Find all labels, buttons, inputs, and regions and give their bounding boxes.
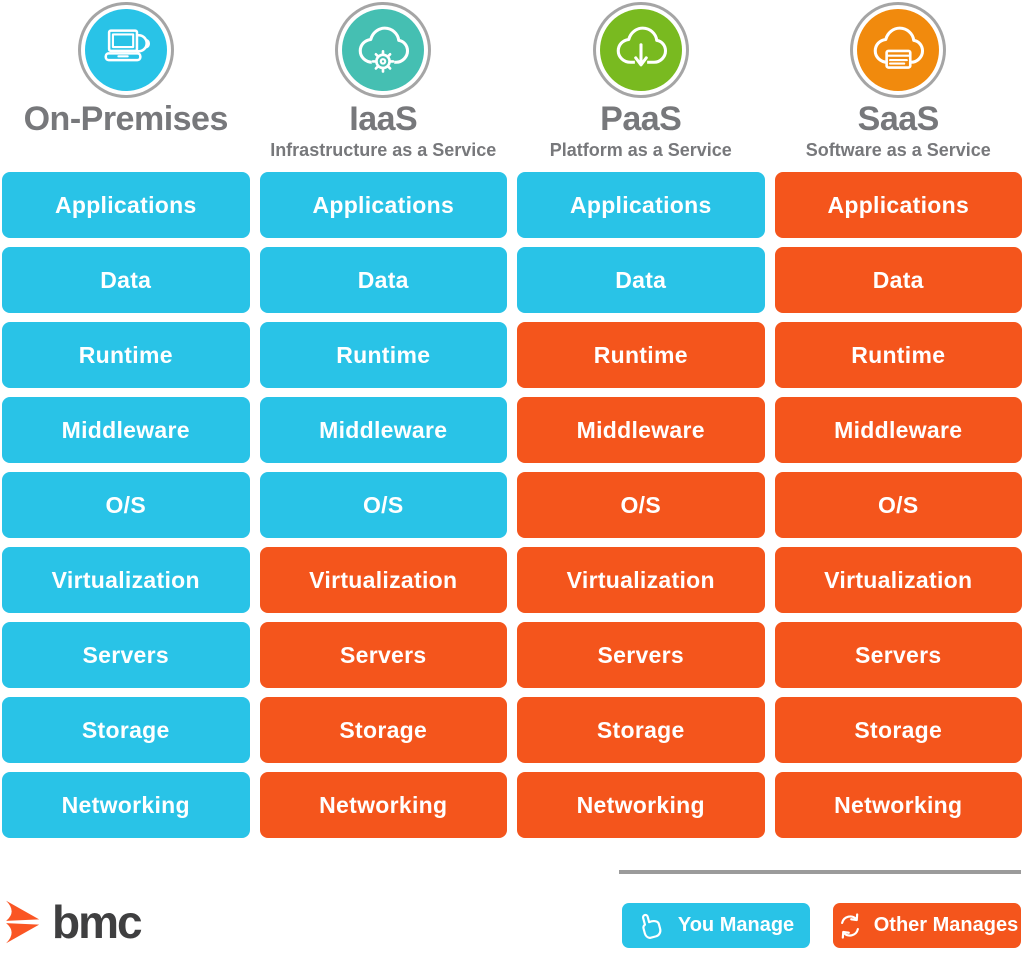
stack-cell-applications: Applications — [774, 172, 1022, 238]
stack-cell-o-s: O/S — [774, 472, 1022, 538]
column-subtitle: Platform as a Service — [549, 140, 732, 160]
stack-cell-runtime: Runtime — [774, 322, 1022, 388]
stack-cell-networking: Networking — [2, 772, 250, 838]
cloud-download-icon — [616, 26, 667, 67]
bmc-logo-mark — [6, 900, 40, 944]
stack-cell-data: Data — [259, 247, 507, 313]
stack-cell-middleware: Middleware — [774, 397, 1022, 463]
stack-cell-middleware: Middleware — [517, 397, 765, 463]
stack-cell-servers: Servers — [2, 622, 250, 688]
stack-cell-storage: Storage — [259, 697, 507, 763]
laptop-icon — [104, 29, 150, 62]
column-title: PaaS — [600, 100, 682, 138]
stack-cell-servers: Servers — [774, 622, 1022, 688]
column-subtitle: Infrastructure as a Service — [270, 140, 497, 160]
stack-cell-virtualization: Virtualization — [517, 547, 765, 613]
column-iaas: IaaS Infrastructure as a Service Applica… — [259, 0, 508, 847]
column-title: IaaS — [349, 100, 418, 138]
stack-cell-storage: Storage — [517, 697, 765, 763]
stack-cell-servers: Servers — [259, 622, 507, 688]
stack-cell-o-s: O/S — [259, 472, 507, 538]
legend-other-manages-label: Other Manages — [873, 914, 1019, 936]
stack-cell-middleware: Middleware — [2, 397, 250, 463]
hand-pointer-icon — [641, 913, 662, 939]
stack-cell-networking: Networking — [259, 772, 507, 838]
column-header: SaaS Software as a Service — [775, 0, 1023, 172]
cloud-gear-icon — [358, 26, 410, 73]
saas-circle — [857, 9, 940, 91]
legend-you-manage-label: You Manage — [677, 914, 795, 936]
legend-you-manage: You Manage — [622, 903, 810, 948]
stack-cell-applications: Applications — [2, 172, 250, 238]
stack-cell-networking: Networking — [774, 772, 1022, 838]
legend-separator-line — [619, 870, 1021, 874]
stack-cell-data: Data — [2, 247, 250, 313]
bmc-logo: bmc — [2, 896, 143, 948]
stack-cell-runtime: Runtime — [2, 322, 250, 388]
on-premises-circle — [84, 9, 167, 91]
stack-cell-networking: Networking — [517, 772, 765, 838]
stack-cell-storage: Storage — [774, 697, 1022, 763]
cloud-app-icon — [873, 26, 925, 69]
paas-circle — [599, 9, 682, 91]
sync-arrows-icon — [840, 912, 859, 939]
column-title: SaaS — [857, 100, 940, 138]
stack-cell-storage: Storage — [2, 697, 250, 763]
stack-cell-middleware: Middleware — [259, 397, 507, 463]
stack-cell-data: Data — [517, 247, 765, 313]
stack-cell-virtualization: Virtualization — [774, 547, 1022, 613]
stack-cell-applications: Applications — [517, 172, 765, 238]
column-title: On-Premises — [23, 100, 229, 138]
column-header: On-Premises — [2, 0, 250, 172]
stack-cell-virtualization: Virtualization — [259, 547, 507, 613]
column-subtitle: Software as a Service — [805, 140, 991, 160]
legend: You Manage Other Manages — [622, 903, 1021, 948]
legend-other-manages: Other Manages — [833, 903, 1021, 948]
column-header: IaaS Infrastructure as a Service — [260, 0, 508, 172]
stack-cell-runtime: Runtime — [517, 322, 765, 388]
bmc-logo-text: bmc — [52, 896, 143, 948]
stack-cell-servers: Servers — [517, 622, 765, 688]
stack-cell-data: Data — [774, 247, 1022, 313]
stack-cell-applications: Applications — [259, 172, 507, 238]
stack-cell-o-s: O/S — [517, 472, 765, 538]
iaas-circle — [342, 9, 425, 91]
stack-cell-virtualization: Virtualization — [2, 547, 250, 613]
stack-cell-o-s: O/S — [2, 472, 250, 538]
column-header: PaaS Platform as a Service — [517, 0, 765, 172]
stack-cell-runtime: Runtime — [259, 322, 507, 388]
